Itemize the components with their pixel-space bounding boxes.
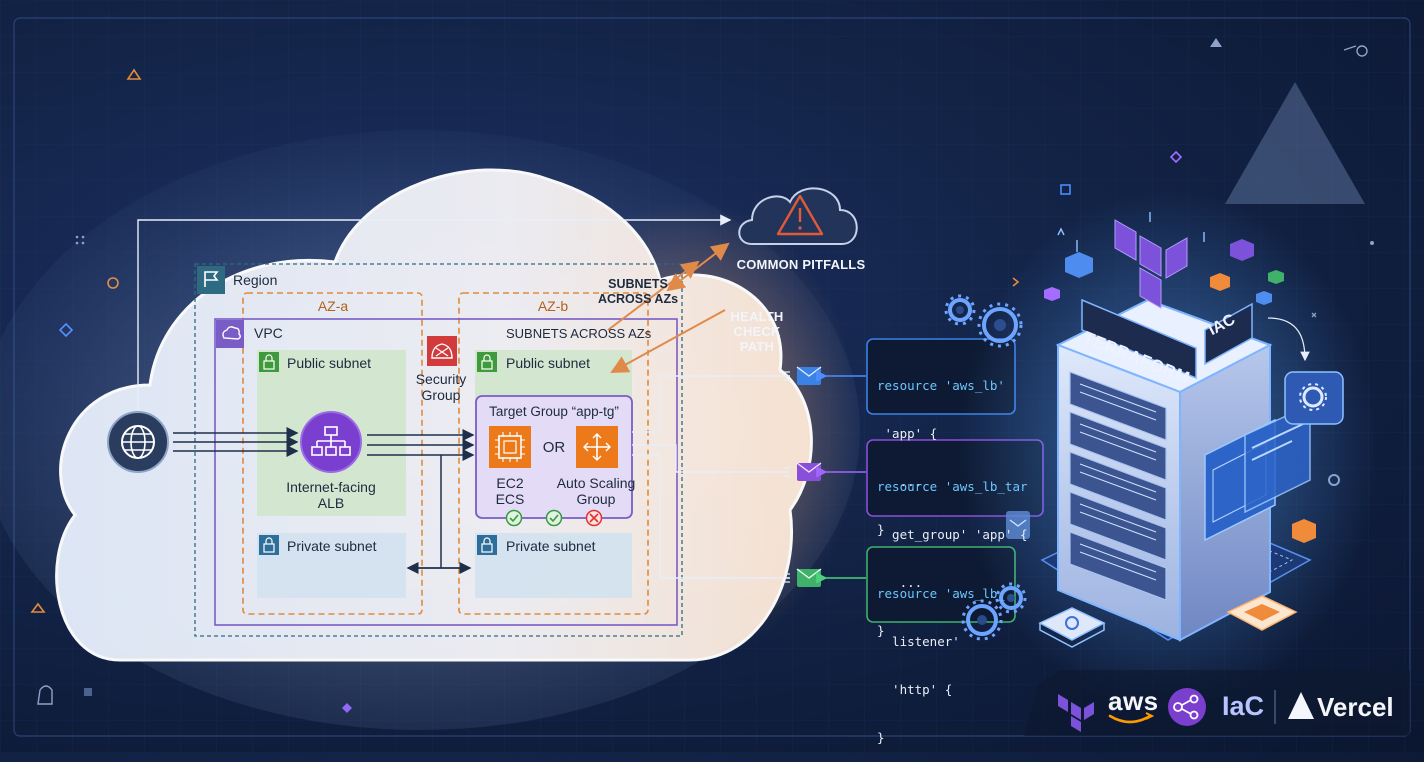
vpc-label: VPC bbox=[254, 325, 283, 341]
asg-label: Auto Scaling Group bbox=[556, 475, 636, 507]
private-subnet-a-label: Private subnet bbox=[287, 538, 377, 554]
aws-logo-text: aws bbox=[1108, 686, 1159, 716]
target-group-or: OR bbox=[542, 439, 566, 456]
health-check-path-label: HEALTH CHECK PATH bbox=[730, 309, 784, 354]
public-subnet-a-label: Public subnet bbox=[287, 355, 372, 371]
az-b-label: AZ-b bbox=[537, 298, 569, 314]
target-group-title: Target Group “app-tg” bbox=[489, 404, 619, 419]
code-block-aws-lb: resource 'aws_lb' 'app' { ... } bbox=[877, 378, 1005, 537]
code-block-listener: resource 'aws_lb_ listener' 'http' { } bbox=[877, 586, 1005, 745]
common-pitfalls-label: COMMON PITFALLS bbox=[736, 257, 866, 272]
security-group-label: Security Group bbox=[415, 371, 467, 403]
az-a-label: AZ-a bbox=[317, 298, 349, 314]
code-block-target-group: resource 'aws_lb_tar get_group' 'app' { … bbox=[877, 479, 1028, 638]
vpc-subnets-note: SUBNETS ACROSS AZs bbox=[506, 326, 652, 341]
subnets-across-azs-callout: SUBNETS ACROSS AZs bbox=[597, 277, 679, 306]
iac-logo-text: IaC bbox=[1222, 691, 1265, 721]
public-subnet-b-label: Public subnet bbox=[506, 355, 591, 371]
alb-label: Internet-facing ALB bbox=[286, 479, 376, 511]
region-label: Region bbox=[233, 272, 278, 288]
private-subnet-b-label: Private subnet bbox=[506, 538, 596, 554]
ec2-ecs-label: EC2 ECS bbox=[495, 475, 525, 507]
vercel-logo-text: Vercel bbox=[1317, 692, 1394, 722]
